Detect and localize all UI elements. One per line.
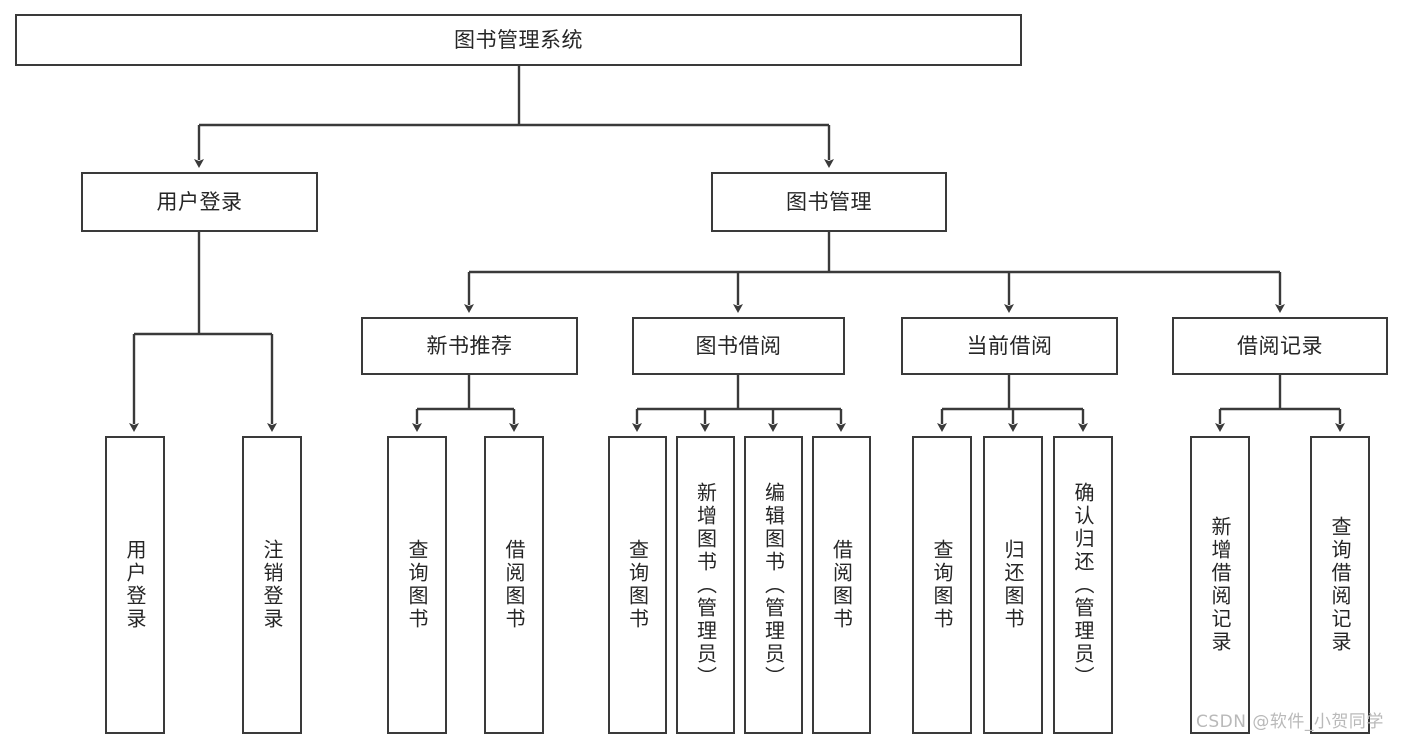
node-book-manage-label: 图书管理 (786, 189, 872, 214)
node-leaf-query-book-3[interactable]: 查询图书 (912, 436, 972, 734)
node-leaf-query-book-2-label: 查询图书 (625, 539, 650, 631)
node-new-book-recommend-label: 新书推荐 (426, 333, 513, 358)
node-leaf-add-borrow-record-label: 新增借阅记录 (1208, 516, 1232, 654)
node-leaf-query-book-2[interactable]: 查询图书 (608, 436, 667, 734)
node-leaf-confirm-return[interactable]: 确认归还（管理员） (1053, 436, 1113, 734)
node-root[interactable]: 图书管理系统 (15, 14, 1022, 66)
watermark-text: CSDN @软件_小贺同学 (1196, 712, 1384, 732)
node-leaf-borrow-book-2-label: 借阅图书 (829, 539, 854, 631)
node-current-borrow-label: 当前借阅 (966, 333, 1053, 358)
node-leaf-return-book-label: 归还图书 (1001, 539, 1025, 631)
node-user-login-label: 用户登录 (156, 189, 243, 214)
node-leaf-add-book[interactable]: 新增图书（管理员） (676, 436, 735, 734)
node-leaf-user-logout[interactable]: 注销登录 (242, 436, 302, 734)
node-book-manage[interactable]: 图书管理 (711, 172, 947, 232)
node-borrow-record-label: 借阅记录 (1237, 333, 1323, 358)
node-leaf-query-borrow-record-label: 查询借阅记录 (1328, 516, 1352, 654)
node-leaf-user-logout-label: 注销登录 (260, 539, 284, 631)
node-borrow-record[interactable]: 借阅记录 (1172, 317, 1388, 375)
node-new-book-recommend[interactable]: 新书推荐 (361, 317, 578, 375)
node-leaf-query-book-1[interactable]: 查询图书 (387, 436, 447, 734)
node-leaf-query-book-3-label: 查询图书 (930, 539, 954, 631)
node-leaf-borrow-book-2[interactable]: 借阅图书 (812, 436, 871, 734)
node-current-borrow[interactable]: 当前借阅 (901, 317, 1118, 375)
node-leaf-borrow-book-1[interactable]: 借阅图书 (484, 436, 544, 734)
node-root-label: 图书管理系统 (454, 27, 583, 52)
node-leaf-add-borrow-record[interactable]: 新增借阅记录 (1190, 436, 1250, 734)
node-leaf-return-book[interactable]: 归还图书 (983, 436, 1043, 734)
node-leaf-query-book-1-label: 查询图书 (405, 539, 429, 631)
node-leaf-edit-book-label: 编辑图书（管理员） (761, 481, 786, 689)
node-book-borrow-label: 图书借阅 (695, 333, 782, 358)
node-leaf-edit-book[interactable]: 编辑图书（管理员） (744, 436, 803, 734)
node-leaf-borrow-book-1-label: 借阅图书 (502, 539, 526, 631)
node-leaf-user-login-label: 用户登录 (123, 539, 147, 631)
node-leaf-query-borrow-record[interactable]: 查询借阅记录 (1310, 436, 1370, 734)
node-user-login[interactable]: 用户登录 (81, 172, 318, 232)
node-leaf-user-login[interactable]: 用户登录 (105, 436, 165, 734)
node-book-borrow[interactable]: 图书借阅 (632, 317, 845, 375)
node-leaf-confirm-return-label: 确认归还（管理员） (1071, 481, 1095, 689)
node-leaf-add-book-label: 新增图书（管理员） (693, 481, 718, 689)
